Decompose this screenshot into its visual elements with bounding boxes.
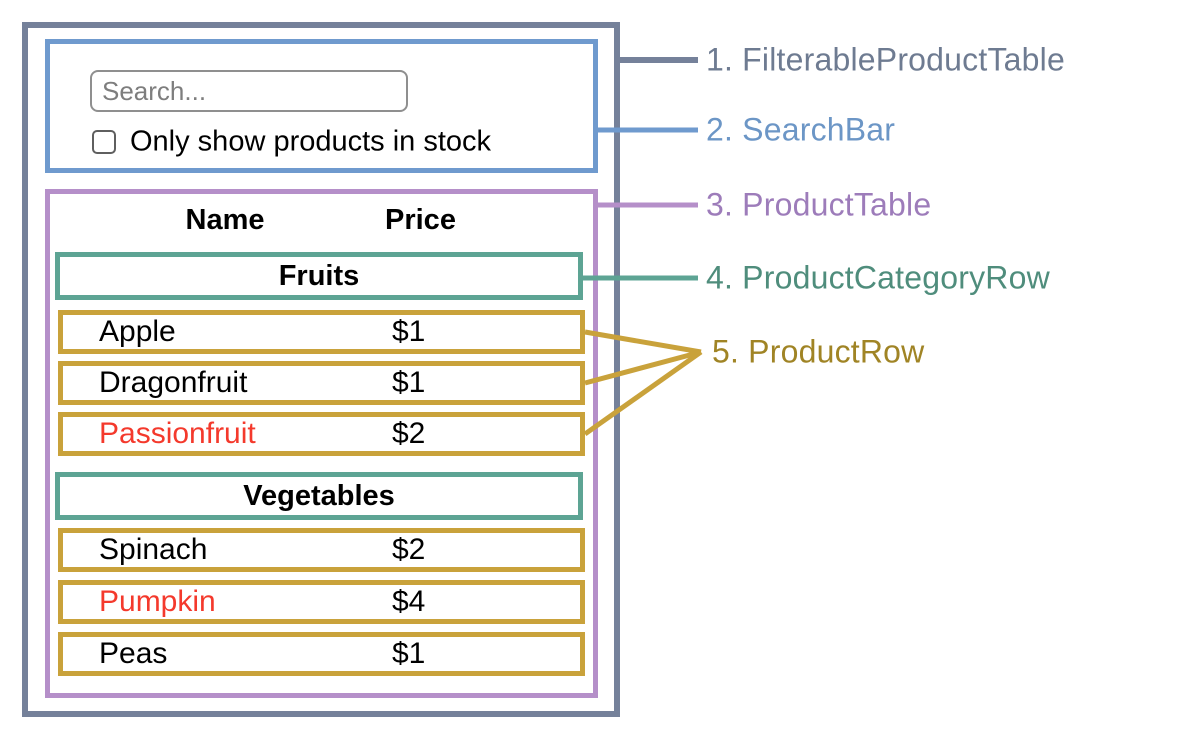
product-row-apple: Apple $1 <box>58 310 585 354</box>
category-row-fruits: Fruits <box>55 252 583 300</box>
product-price: $1 <box>392 315 426 348</box>
product-price: $1 <box>392 366 426 399</box>
product-table-box <box>45 189 598 698</box>
product-price: $4 <box>392 585 426 618</box>
legend-label-product-row: 5. ProductRow <box>712 333 925 370</box>
product-price: $2 <box>392 417 426 450</box>
product-name: Apple <box>99 315 176 348</box>
product-name: Pumpkin <box>99 585 216 618</box>
legend-label-product-table: 3. ProductTable <box>706 186 932 223</box>
legend-label-filterable-product-table: 1. FilterableProductTable <box>706 41 1065 78</box>
product-name: Peas <box>99 637 168 670</box>
product-row-passionfruit: Passionfruit $2 <box>58 412 585 456</box>
product-row-pumpkin: Pumpkin $4 <box>58 580 585 624</box>
search-bar-box <box>45 39 598 173</box>
column-header-price: Price <box>385 204 456 236</box>
product-row-spinach: Spinach $2 <box>58 528 585 572</box>
search-input[interactable] <box>90 70 408 112</box>
legend-label-search-bar: 2. SearchBar <box>706 111 896 148</box>
category-row-vegetables: Vegetables <box>55 472 583 520</box>
product-price: $2 <box>392 533 426 566</box>
product-row-dragonfruit: Dragonfruit $1 <box>58 361 585 405</box>
product-price: $1 <box>392 637 426 670</box>
legend-label-product-category-row: 4. ProductCategoryRow <box>706 259 1050 296</box>
in-stock-checkbox-label: Only show products in stock <box>130 125 492 158</box>
in-stock-checkbox[interactable] <box>92 130 116 154</box>
column-header-name: Name <box>185 204 265 236</box>
product-name: Spinach <box>99 533 208 566</box>
product-name: Passionfruit <box>99 417 256 450</box>
product-name: Dragonfruit <box>99 366 248 399</box>
product-row-peas: Peas $1 <box>58 632 585 676</box>
